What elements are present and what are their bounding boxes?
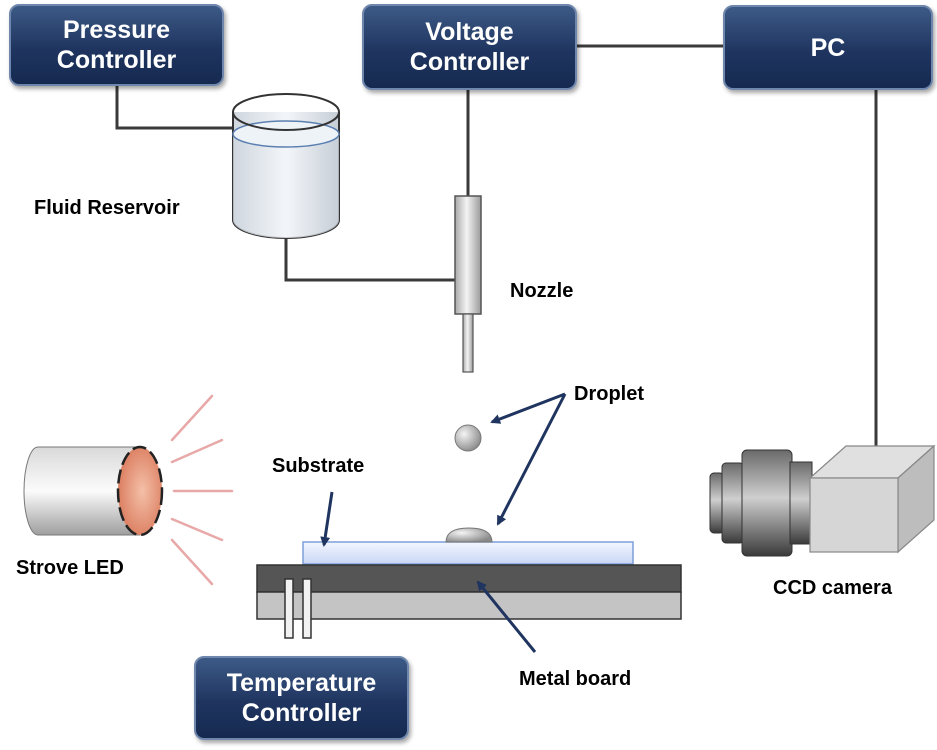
annotation-arrows: [320, 392, 567, 653]
strove-led-label: Strove LED: [16, 557, 124, 579]
deposited-droplet: [445, 527, 493, 543]
wire-reservoir-to-nozzle: [284, 236, 455, 282]
led-lamp-icon: [23, 394, 234, 586]
fluid-reservoir-label: Fluid Reservoir: [34, 197, 180, 219]
pc-box: PC: [723, 5, 933, 90]
led-light-rays: [170, 394, 234, 586]
arrow-droplet-lower: [496, 393, 567, 526]
pressure-controller-box: Pressure Controller: [9, 4, 224, 86]
voltage-controller-line2: Controller: [409, 48, 530, 76]
metal-board-label: Metal board: [519, 668, 632, 690]
beaker-icon: [232, 93, 340, 239]
droplet-icon: [454, 424, 482, 452]
voltage-controller-line1: Voltage: [425, 18, 514, 46]
substrate-label: Substrate: [272, 455, 365, 477]
pc-label: PC: [810, 33, 846, 62]
ccd-camera-label: CCD camera: [773, 577, 892, 599]
arrow-substrate: [320, 491, 334, 547]
nozzle-icon: [454, 195, 482, 373]
temperature-probes: [284, 578, 312, 639]
pressure-controller-line2: Controller: [56, 46, 177, 74]
droplet-label: Droplet: [574, 383, 644, 405]
wire-pressure-to-reservoir: [115, 86, 233, 130]
temperature-controller-line2: Controller: [241, 699, 362, 727]
arrow-droplet-upper: [490, 392, 566, 424]
voltage-controller-box: Voltage Controller: [362, 4, 577, 90]
temperature-controller-line1: Temperature: [226, 669, 377, 697]
nozzle-label: Nozzle: [510, 280, 574, 302]
ccd-camera-icon: [709, 444, 936, 557]
substrate-plate: [302, 541, 634, 565]
metal-board-icon: [256, 564, 682, 620]
temperature-controller-box: Temperature Controller: [194, 656, 409, 740]
connection-wires: [115, 44, 878, 462]
arrow-metal-board: [476, 580, 537, 653]
pressure-controller-line1: Pressure: [62, 16, 171, 44]
